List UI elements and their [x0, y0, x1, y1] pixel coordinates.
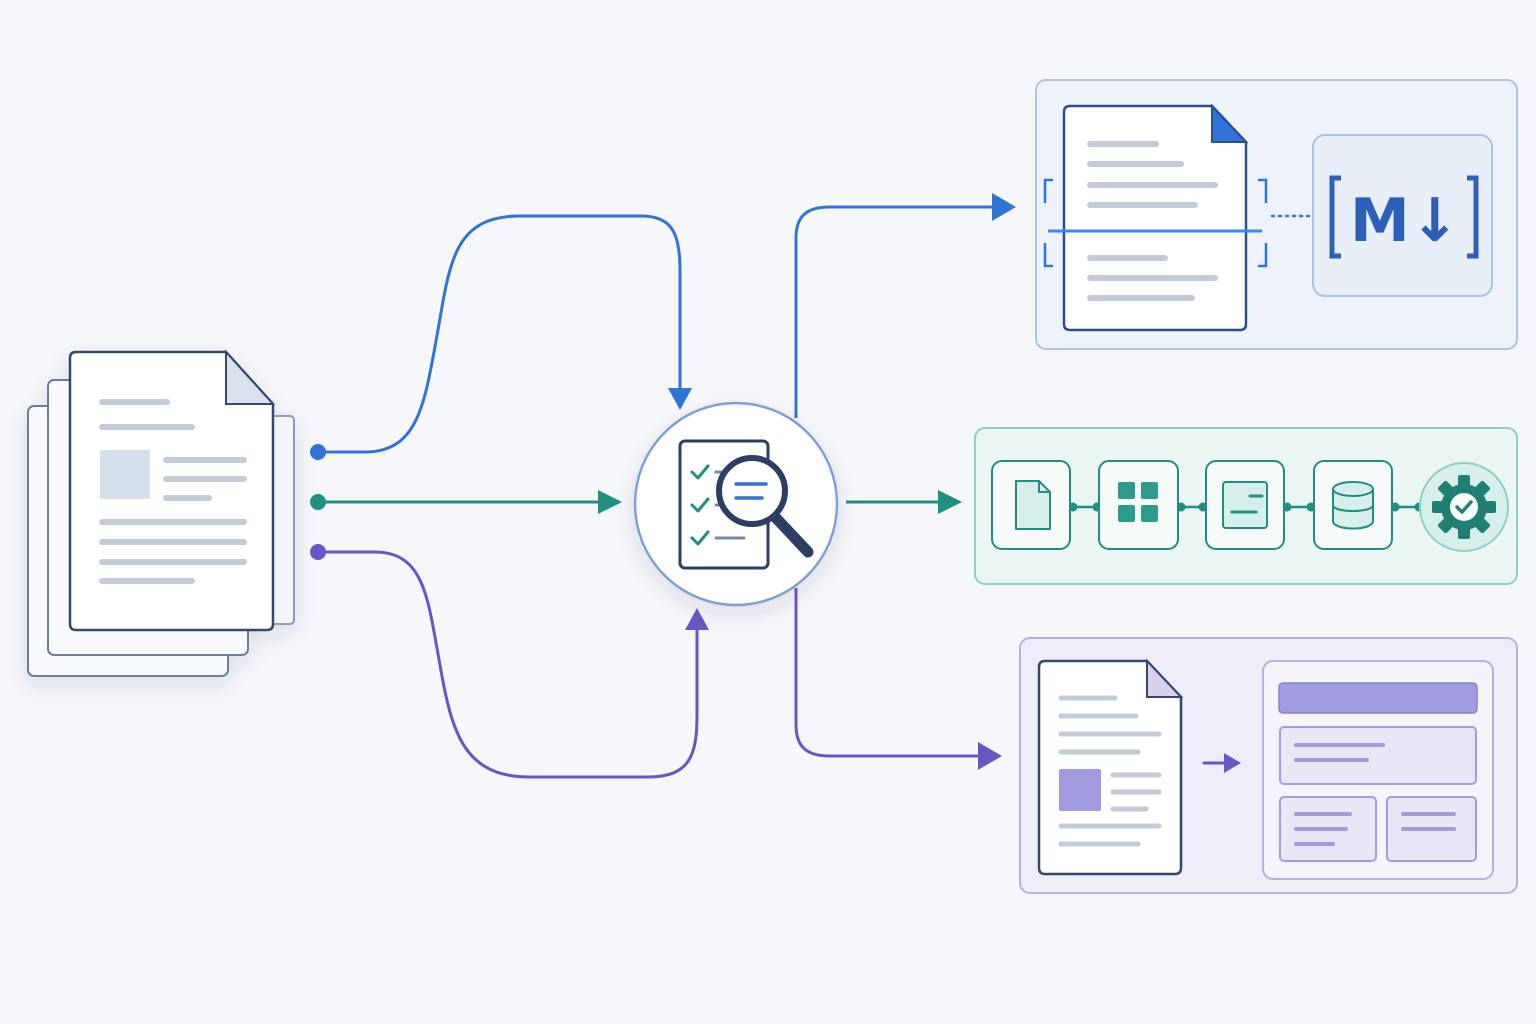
purple-input-edge [318, 550, 699, 779]
database-icon [1313, 460, 1393, 550]
purple-output-arrowhead [978, 742, 1002, 770]
markdown-badge-text: M↓ [1350, 186, 1460, 256]
blue-page-fold [1211, 103, 1249, 143]
markdown-output-panel: M↓ [1035, 79, 1518, 350]
teal-input-port [310, 494, 326, 510]
purple-input-port [310, 544, 326, 560]
source-page-content [99, 399, 247, 584]
gear-check-icon [1419, 462, 1509, 552]
purple-output-edge [794, 588, 980, 758]
file-icon [991, 460, 1071, 550]
image-placeholder [100, 450, 150, 499]
page-fold-corner [225, 349, 276, 405]
layout-template-icon [1262, 660, 1494, 880]
form-icon [1205, 460, 1285, 550]
document-icon [1037, 658, 1184, 876]
processing-hub [633, 401, 839, 607]
blue-output-edge [794, 205, 995, 418]
magnifier-icon [716, 455, 814, 558]
teal-arrowhead-right [598, 490, 622, 514]
output-connectors [794, 205, 995, 758]
image-placeholder [1059, 769, 1101, 811]
layout-output-panel [1019, 637, 1518, 894]
layout-body-block [1279, 726, 1477, 785]
blue-input-edge [318, 214, 682, 454]
pipeline-output-panel [974, 427, 1518, 585]
blue-input-port [310, 444, 326, 460]
blue-output-arrowhead [992, 193, 1016, 221]
arrow-right-icon [1202, 753, 1241, 773]
layout-header-block [1278, 682, 1478, 714]
scanned-document-icon [1043, 103, 1268, 332]
blue-arrowhead-down [668, 388, 692, 410]
grid-icon [1098, 460, 1179, 550]
teal-output-arrowhead [938, 490, 962, 514]
purple-arrowhead-up [685, 608, 709, 630]
check-icon [690, 464, 710, 546]
markdown-icon: M↓ [1312, 134, 1493, 297]
checklist-magnifier-icon [678, 439, 814, 570]
scan-brackets [1043, 178, 1268, 268]
input-connectors [318, 214, 699, 779]
